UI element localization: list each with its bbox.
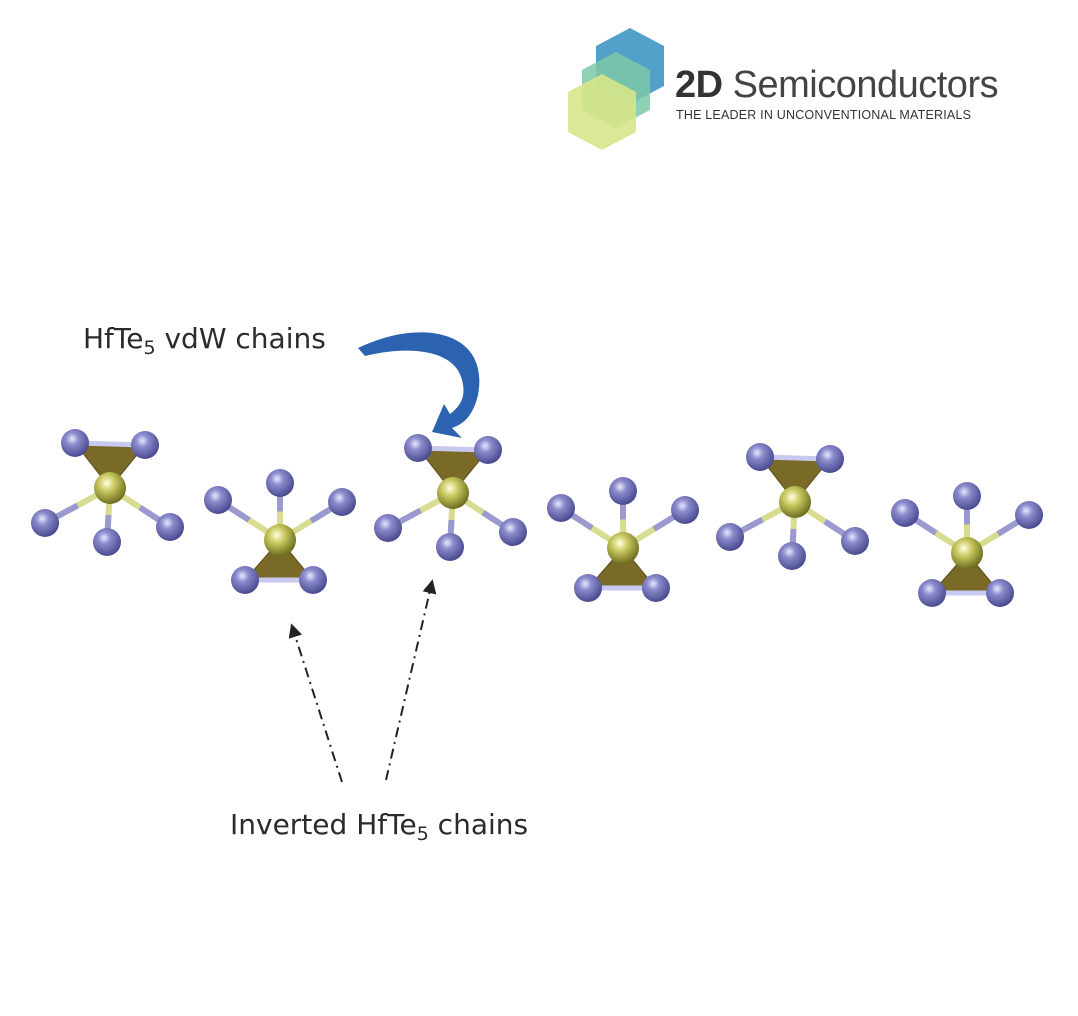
logo-hex-yellow xyxy=(568,74,636,150)
te-atom xyxy=(609,477,637,505)
vdw-curved-arrow xyxy=(358,332,480,438)
logo-brand: 2D Semiconductors xyxy=(675,64,999,107)
hfte5-unit-up xyxy=(716,443,869,570)
inverted-arrow-right xyxy=(385,579,437,781)
hfte5-unit-down xyxy=(204,469,356,594)
te-atom xyxy=(778,542,806,570)
te-atom xyxy=(499,518,527,546)
logo-hexagons xyxy=(568,28,664,150)
logo-tagline: THE LEADER IN UNCONVENTIONAL MATERIALS xyxy=(676,108,972,122)
hfte5-unit-up xyxy=(374,434,527,561)
hf-atom xyxy=(94,472,126,504)
te-atom xyxy=(328,488,356,516)
hfte5-chains xyxy=(31,429,1043,607)
inverted-chains-label: Inverted HfTe5 chains xyxy=(230,808,528,845)
te-atom xyxy=(374,514,402,542)
te-atom xyxy=(1015,501,1043,529)
te-atom xyxy=(574,574,602,602)
te-atom xyxy=(953,482,981,510)
label-text: vdW chains xyxy=(155,322,326,355)
te-atom xyxy=(841,527,869,555)
logo-brand-bold: 2D xyxy=(675,64,723,106)
te-atom xyxy=(231,566,259,594)
te-atom xyxy=(93,528,121,556)
te-atom xyxy=(404,434,432,462)
te-atom xyxy=(31,509,59,537)
inverted-arrow-left xyxy=(288,623,343,783)
label-text: Inverted HfTe xyxy=(230,808,417,841)
te-atom xyxy=(671,496,699,524)
te-atom xyxy=(716,523,744,551)
hfte5-unit-down xyxy=(547,477,699,602)
hf-atom xyxy=(607,532,639,564)
te-atom xyxy=(204,486,232,514)
hfte5-unit-down xyxy=(891,482,1043,607)
label-subscript: 5 xyxy=(143,337,156,359)
te-atom xyxy=(547,494,575,522)
label-subscript: 5 xyxy=(416,823,429,845)
te-atom xyxy=(61,429,89,457)
te-atom xyxy=(816,445,844,473)
hf-atom xyxy=(437,477,469,509)
label-text: HfTe xyxy=(83,322,144,355)
te-atom xyxy=(131,431,159,459)
vdw-chains-label: HfTe5 vdW chains xyxy=(83,322,326,359)
te-atom xyxy=(156,513,184,541)
te-atom xyxy=(918,579,946,607)
hf-atom xyxy=(264,524,296,556)
te-atom xyxy=(746,443,774,471)
te-atom xyxy=(266,469,294,497)
te-atom xyxy=(436,533,464,561)
logo-brand-rest: Semiconductors xyxy=(722,64,999,106)
te-atom xyxy=(986,579,1014,607)
hf-atom xyxy=(779,486,811,518)
te-atom xyxy=(891,499,919,527)
hfte5-unit-up xyxy=(31,429,184,556)
te-atom xyxy=(299,566,327,594)
label-text: chains xyxy=(428,808,529,841)
te-atom xyxy=(642,574,670,602)
te-atom xyxy=(474,436,502,464)
hf-atom xyxy=(951,537,983,569)
